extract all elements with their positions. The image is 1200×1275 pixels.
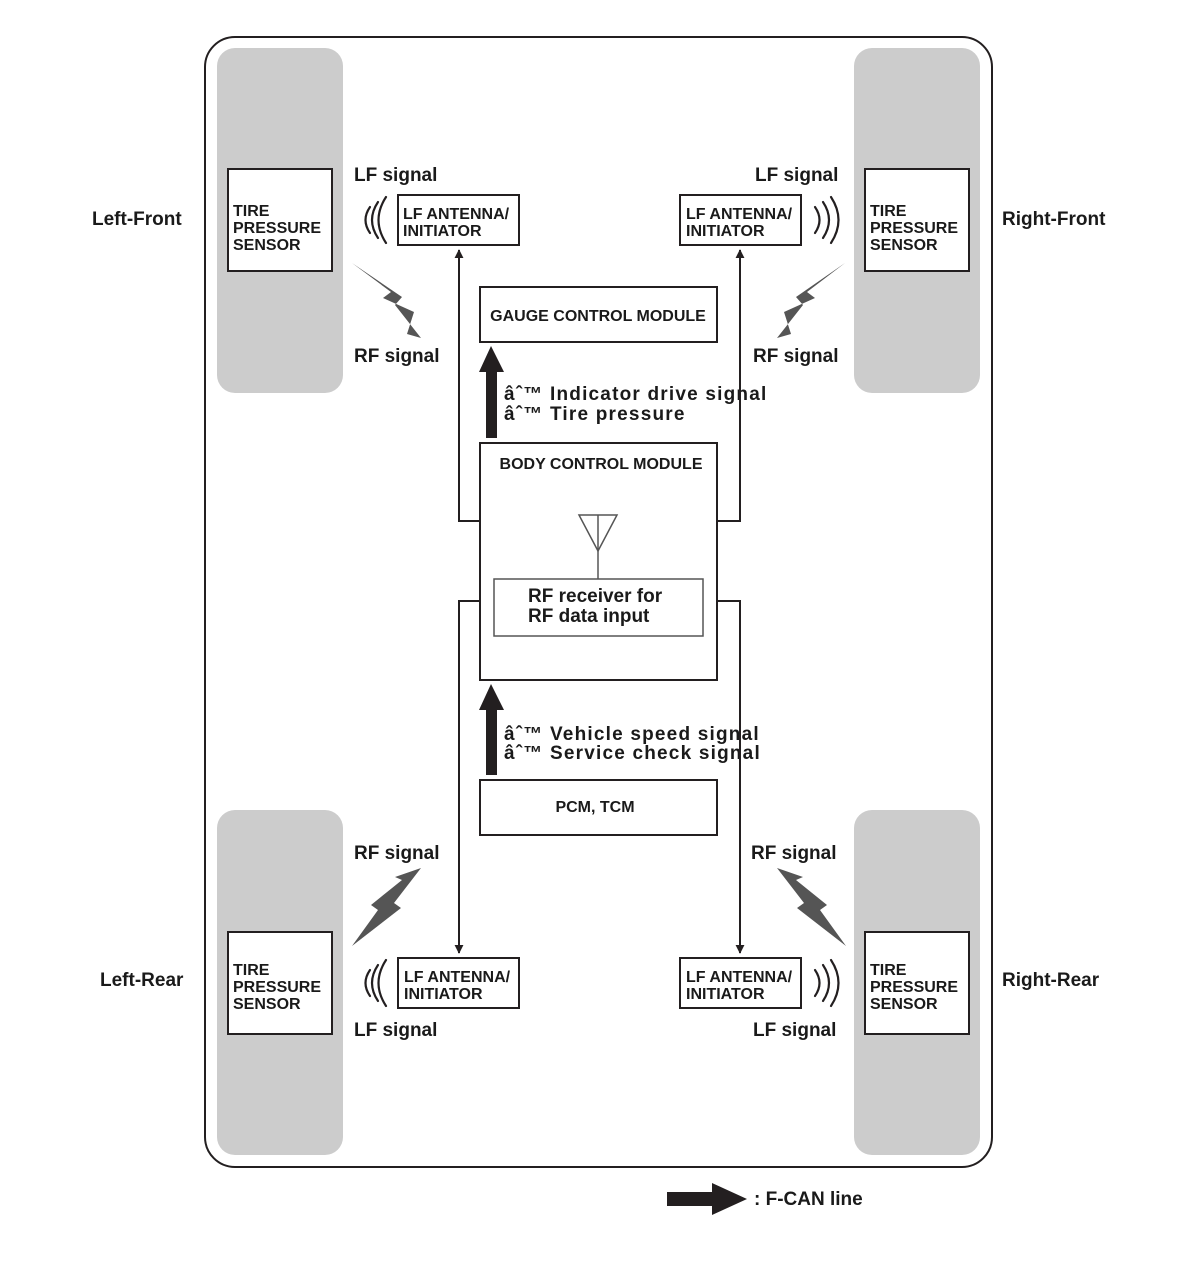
legend-fcan-arrow-icon — [667, 1183, 747, 1215]
antenna-label-line2: INITIATOR — [686, 986, 765, 1003]
position-label-left-front: Left-Front — [92, 209, 182, 230]
fcan-arrow-to-bcm — [479, 684, 504, 775]
lf-wave-icon-left-front — [364, 195, 388, 245]
sensor-label-line1: TIRE — [233, 962, 270, 979]
pcm-signal-line2: âˆ™ Service check signal — [504, 743, 761, 764]
lf-signal-label-left-front: LF signal — [354, 165, 437, 186]
sensor-label-line1: TIRE — [870, 203, 907, 220]
bcm-to-lf-antenna-left-front — [454, 249, 480, 522]
pcm-tcm-module: PCM, TCM — [479, 779, 718, 836]
pcm-tcm-label: PCM, TCM — [555, 799, 634, 816]
antenna-label-line1: LF ANTENNA/ — [686, 969, 793, 986]
body-control-module: BODY CONTROL MODULE RF receiver for RF d… — [479, 442, 718, 681]
rf-signal-label-left-front: RF signal — [354, 346, 440, 367]
lf-wave-icon-right-front — [813, 195, 840, 245]
antenna-icon — [577, 514, 619, 579]
rf-signal-label-left-rear: RF signal — [354, 843, 440, 864]
tire-pressure-sensor-left-rear: TIRE PRESSURE SENSOR — [227, 931, 333, 1035]
lf-wave-icon-right-rear — [813, 958, 840, 1008]
lf-signal-label-left-rear: LF signal — [354, 1020, 437, 1041]
body-control-module-label: BODY CONTROL MODULE — [500, 456, 703, 473]
tire-pressure-sensor-right-rear: TIRE PRESSURE SENSOR — [864, 931, 970, 1035]
sensor-label-line3: SENSOR — [870, 237, 938, 254]
lf-antenna-initiator-left-front: LF ANTENNA/ INITIATOR — [397, 194, 520, 246]
position-label-right-rear: Right-Rear — [1002, 970, 1100, 991]
rf-bolt-icon-left-rear — [352, 868, 421, 946]
rf-receiver-label-line2: RF data input — [528, 606, 650, 627]
sensor-label-line2: PRESSURE — [870, 220, 958, 237]
legend: : F-CAN line — [667, 1183, 863, 1215]
antenna-label-line2: INITIATOR — [403, 223, 482, 240]
bcm-to-lf-antenna-right-front — [717, 249, 745, 522]
sensor-label-line3: SENSOR — [870, 996, 938, 1013]
gauge-signal-line1: âˆ™ Indicator drive signal — [504, 384, 767, 405]
rf-signal-label-right-rear: RF signal — [751, 843, 837, 864]
bcm-to-lf-antenna-right-rear — [717, 600, 745, 954]
lf-antenna-initiator-left-rear: LF ANTENNA/ INITIATOR — [397, 957, 520, 1009]
gauge-control-module: GAUGE CONTROL MODULE — [479, 286, 718, 343]
tire-pressure-sensor-right-front: TIRE PRESSURE SENSOR — [864, 168, 970, 272]
fcan-arrow-to-gauge — [479, 346, 504, 438]
rf-bolt-icon-right-rear — [777, 868, 846, 946]
sensor-label-line2: PRESSURE — [870, 979, 958, 996]
sensor-label-line1: TIRE — [233, 203, 270, 220]
position-label-right-front: Right-Front — [1002, 209, 1106, 230]
rf-receiver-label-line1: RF receiver for — [528, 586, 663, 607]
bcm-to-lf-antenna-left-rear — [454, 600, 480, 954]
tire-pressure-sensor-left-front: TIRE PRESSURE SENSOR — [227, 168, 333, 272]
lf-signal-label-right-rear: LF signal — [753, 1020, 836, 1041]
sensor-label-line2: PRESSURE — [233, 979, 321, 996]
antenna-label-line1: LF ANTENNA/ — [686, 206, 793, 223]
sensor-label-line1: TIRE — [870, 962, 907, 979]
rf-signal-label-right-front: RF signal — [753, 346, 839, 367]
lf-signal-label-right-front: LF signal — [755, 165, 838, 186]
pcm-signal-line1: âˆ™ Vehicle speed signal — [504, 724, 760, 745]
gauge-control-module-label: GAUGE CONTROL MODULE — [490, 308, 706, 325]
antenna-label-line1: LF ANTENNA/ — [404, 969, 511, 986]
antenna-label-line2: INITIATOR — [404, 986, 483, 1003]
lf-antenna-initiator-right-front: LF ANTENNA/ INITIATOR — [679, 194, 802, 246]
position-label-left-rear: Left-Rear — [100, 970, 184, 991]
antenna-label-line1: LF ANTENNA/ — [403, 206, 510, 223]
legend-fcan-label: : F-CAN line — [754, 1189, 863, 1210]
lf-antenna-initiator-right-rear: LF ANTENNA/ INITIATOR — [679, 957, 802, 1009]
gauge-signal-line2: âˆ™ Tire pressure — [504, 404, 686, 425]
lf-wave-icon-left-rear — [364, 958, 388, 1008]
sensor-label-line2: PRESSURE — [233, 220, 321, 237]
sensor-label-line3: SENSOR — [233, 996, 301, 1013]
sensor-label-line3: SENSOR — [233, 237, 301, 254]
rf-receiver-box — [493, 578, 704, 637]
antenna-label-line2: INITIATOR — [686, 223, 765, 240]
rf-bolt-icon-left-front — [352, 263, 421, 338]
rf-bolt-icon-right-front — [777, 263, 845, 338]
